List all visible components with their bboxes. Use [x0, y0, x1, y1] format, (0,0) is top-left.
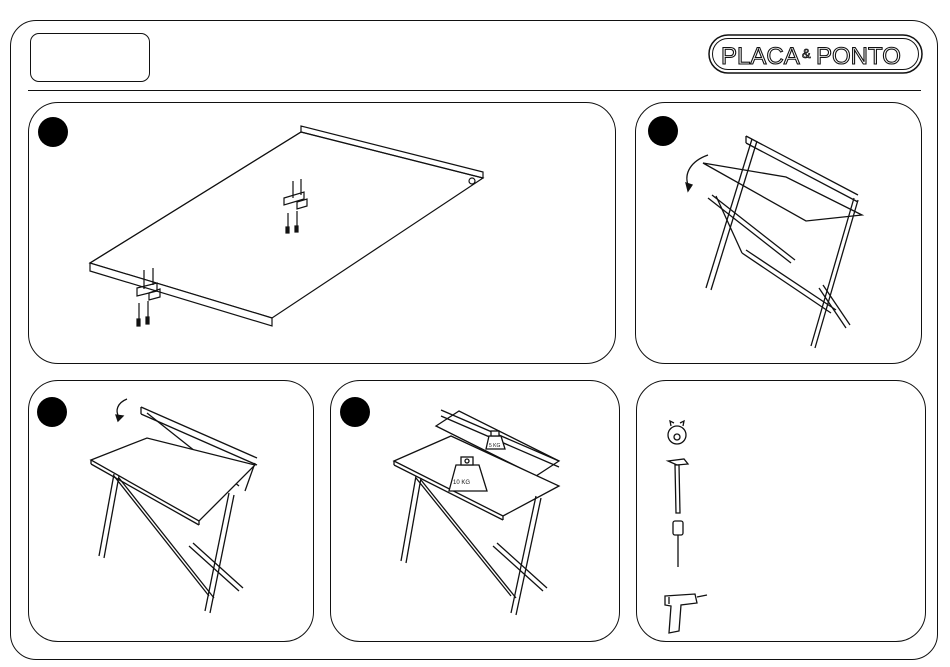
- svg-text:10 KG: 10 KG: [453, 480, 470, 486]
- step-2-panel: [635, 102, 922, 364]
- tools-list: [637, 381, 926, 642]
- svg-text:&: &: [802, 46, 811, 61]
- rotate-arrow-icon: [687, 155, 708, 185]
- header-divider: [28, 90, 921, 91]
- svg-text:5 KG: 5 KG: [489, 443, 501, 449]
- drill-icon: [665, 594, 707, 633]
- brand-logo: PLACA & PONTO: [708, 34, 923, 74]
- folded-desk-illustration: [636, 103, 922, 364]
- open-desk-illustration: [29, 381, 314, 642]
- rotate-arrow-icon: [117, 399, 127, 417]
- awl-icon: [673, 521, 683, 567]
- svg-text:PLACA: PLACA: [721, 43, 800, 70]
- step-3-panel: [28, 380, 314, 642]
- wrench-icon: [668, 421, 686, 444]
- svg-text:PONTO: PONTO: [816, 43, 901, 70]
- tools-panel: [636, 380, 926, 642]
- load-test-illustration: 5 KG 10 KG: [331, 381, 620, 642]
- step-1-panel: [28, 102, 616, 364]
- desktop-illustration: [29, 103, 616, 364]
- hammer-icon: [668, 459, 688, 513]
- header-label-box: [30, 33, 150, 82]
- step-4-panel: 5 KG 10 KG: [330, 380, 620, 642]
